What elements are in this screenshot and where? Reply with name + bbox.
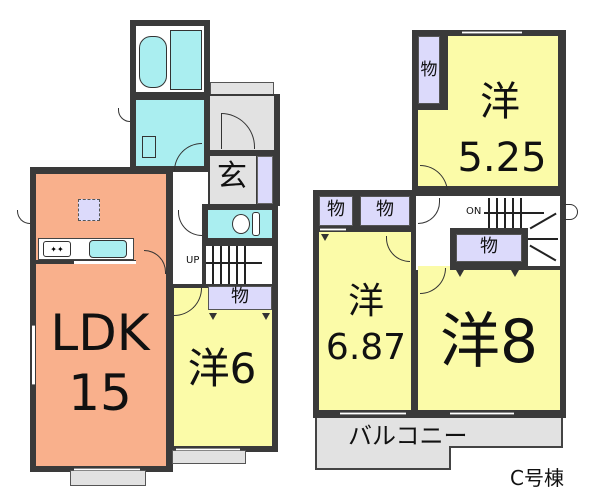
balcony-lower: [315, 446, 451, 470]
side-door-icon[interactable]: [118, 108, 130, 122]
storage-c-label: 物: [376, 199, 394, 220]
ldk-side-door-icon[interactable]: [17, 210, 30, 224]
building-label: C号棟: [510, 466, 564, 490]
western-6-87-label: 洋: [347, 281, 384, 322]
western-5-25-label: 洋: [480, 79, 520, 125]
western-8-room: [418, 270, 560, 410]
storage-1f: [208, 286, 272, 310]
ldk-label: LDK: [50, 304, 150, 362]
storage-b-label: 物: [327, 199, 345, 220]
western-5-25-room: [448, 36, 558, 186]
shoe-storage: [257, 156, 273, 204]
storage-a-text: 物: [420, 60, 438, 80]
entrance: [210, 156, 256, 204]
sink-icon: [142, 136, 156, 158]
storage-1f-label: 物: [231, 286, 249, 307]
western-6-window: [176, 448, 240, 451]
stove-icon: ✦✦: [43, 241, 71, 257]
stairs-up-label: UP: [186, 255, 200, 266]
storage-b-shelf: [320, 228, 346, 231]
western-6-87-size: 6.87: [325, 327, 407, 368]
shower-area: [170, 30, 202, 90]
ldk-room: [36, 174, 166, 466]
balcony-label: バルコニー: [348, 422, 468, 450]
storage-a: [418, 36, 440, 104]
kitchen-window: [74, 261, 136, 264]
western-8-window: [450, 412, 514, 415]
western-6-87-window: [340, 412, 406, 415]
hallway-2f-lower: [416, 228, 450, 270]
kitchen-sink-icon: [89, 240, 127, 258]
stairs-on-label: ON: [466, 206, 482, 217]
western-5-25-window: [462, 31, 522, 34]
ceiling-storage-icon: [78, 199, 100, 221]
storage-c: [360, 196, 410, 226]
storage-d-label: 物: [480, 236, 498, 257]
western-6-87-room: [319, 232, 411, 410]
toilet-icon: [232, 214, 250, 234]
western-8-label: 洋8: [439, 307, 539, 377]
first-floor-plan: 玄 UP ✦✦ LDK 15 物 洋6: [17, 20, 280, 486]
toilet-tank-icon: [252, 212, 260, 236]
ldk-size-label: 15: [68, 364, 132, 422]
balcony-side-door-icon[interactable]: [564, 204, 578, 220]
storage-b: [319, 196, 353, 226]
ldk-terrace: [70, 470, 146, 486]
ldk-window-bottom: [74, 468, 140, 471]
second-floor-plan: 物 物 洋 5.25 物 物 ON 物 洋 6.87 洋8 バルコニー: [300, 0, 600, 503]
bathtub-icon: [139, 36, 167, 88]
ldk-window-left: [32, 325, 35, 385]
western-6-room: [174, 288, 272, 446]
western-6-label: 洋6: [187, 344, 257, 393]
entrance-label: 玄: [217, 159, 247, 194]
western-6-terrace: [172, 450, 246, 464]
storage-d: [456, 234, 522, 262]
western-5-25-size: 5.25: [457, 135, 547, 181]
stairs[interactable]: [206, 246, 272, 286]
